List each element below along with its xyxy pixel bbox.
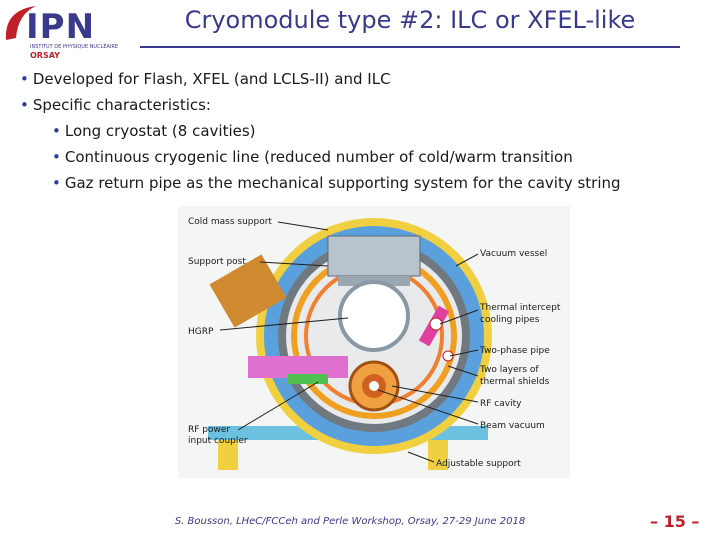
sub-bullet-text: Long cryostat (8 cavities) bbox=[64, 122, 256, 140]
label-cold-mass-support: Cold mass support bbox=[188, 217, 272, 227]
bullet-item: •Developed for Flash, XFEL (and LCLS-II)… bbox=[20, 68, 710, 90]
sub-bullet-item: •Long cryostat (8 cavities) bbox=[52, 120, 710, 142]
page-number: – 15 – bbox=[650, 512, 700, 531]
label-hgrp: HGRP bbox=[188, 327, 214, 337]
logo-subtitle: INSTITUT DE PHYSIQUE NUCLÉAIRE bbox=[30, 42, 118, 50]
label-vacuum-vessel: Vacuum vessel bbox=[480, 249, 547, 259]
bullet-text: Specific characteristics: bbox=[32, 96, 211, 114]
bullet-dot: • bbox=[20, 96, 29, 114]
cryomodule-cross-section-figure: Cold mass support Support post HGRP RF p… bbox=[178, 206, 570, 478]
bullet-text: Developed for Flash, XFEL (and LCLS-II) … bbox=[32, 70, 391, 88]
label-rf-power: RF power bbox=[188, 425, 230, 435]
logo-city: ORSAY bbox=[30, 51, 60, 60]
label-support-post: Support post bbox=[188, 257, 246, 267]
label-two-phase-pipe: Two-phase pipe bbox=[479, 346, 550, 356]
label-input-coupler: input coupler bbox=[188, 436, 248, 446]
bullet-dot: • bbox=[52, 174, 61, 192]
bullet-dot: • bbox=[52, 148, 61, 166]
slide-title: Cryomodule type #2: ILC or XFEL-like bbox=[184, 6, 636, 34]
label-two-layers: Two layers of bbox=[479, 365, 539, 375]
label-beam-vacuum: Beam vacuum bbox=[480, 421, 545, 431]
label-thermal-intercept: Thermal intercept bbox=[479, 303, 561, 313]
bullet-dot: • bbox=[52, 122, 61, 140]
bullet-item: •Specific characteristics: bbox=[20, 94, 710, 116]
sub-bullet-text: Continuous cryogenic line (reduced numbe… bbox=[64, 148, 573, 166]
label-thermal-shields: thermal shields bbox=[480, 377, 550, 387]
sub-bullet-item: •Continuous cryogenic line (reduced numb… bbox=[52, 146, 710, 168]
sub-bullet-text: Gaz return pipe as the mechanical suppor… bbox=[64, 174, 621, 192]
title-underline bbox=[140, 46, 680, 48]
label-adjustable-support: Adjustable support bbox=[436, 459, 521, 469]
label-cooling-pipes: cooling pipes bbox=[480, 315, 540, 325]
ipn-logo: IPN INSTITUT DE PHYSIQUE NUCLÉAIRE ORSAY bbox=[0, 0, 140, 68]
bullet-list: •Developed for Flash, XFEL (and LCLS-II)… bbox=[20, 68, 710, 198]
label-rf-cavity: RF cavity bbox=[480, 399, 522, 409]
footer-citation: S. Bousson, LHeC/FCCeh and Perle Worksho… bbox=[174, 516, 526, 527]
bullet-dot: • bbox=[20, 70, 29, 88]
logo-name: IPN bbox=[26, 7, 95, 47]
sub-bullet-item: •Gaz return pipe as the mechanical suppo… bbox=[52, 172, 710, 194]
